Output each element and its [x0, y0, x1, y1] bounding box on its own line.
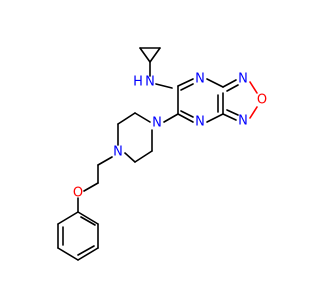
bond-n-ox-top-o [249, 81, 258, 94]
atom-labels: N H N N N O N N N O [73, 72, 267, 201]
piperazine-ring [117, 112, 179, 163]
bond-n-ox-bottom-c7a-double [226, 109, 239, 116]
piperazine-n-top-label: N [152, 116, 162, 131]
bond-n-bottom-c5-double [180, 110, 194, 118]
bond-n-bottom-c5 [177, 113, 194, 123]
bond-c6-n-top-double [180, 83, 194, 91]
oxadiazole-o-label: O [257, 93, 267, 108]
bond-phenyl-3 [77, 247, 99, 261]
bond-piperazine-1 [134, 112, 151, 123]
bond-piperazine-4 [124, 152, 136, 163]
amine-h-label: H [133, 75, 143, 90]
ethyl-linker [83, 156, 113, 192]
cyclopropyl-group [139, 47, 161, 63]
piperazine-n-bottom-label: N [113, 145, 123, 160]
bond-c6-n-top [177, 78, 194, 87]
oxadiazole-n-top-label: N [238, 72, 248, 87]
amine-n-label: N [145, 75, 155, 90]
chemical-structure: N H N N N O N N N O [57, 47, 267, 261]
bond-n-ox-bottom-c7a [222, 113, 237, 121]
bond-cyclopropyl-3 [149, 47, 161, 63]
amine-linkage [149, 61, 173, 89]
pyrazine-n-top-label: N [195, 72, 205, 87]
ether-o-label: O [73, 186, 83, 201]
bond-cyclopropyl-2 [139, 47, 151, 63]
phenyl-ring [57, 197, 99, 261]
bond-ch2-o [83, 182, 99, 192]
bond-phenyl-6 [57, 211, 79, 225]
bond-phenyl-1 [77, 211, 99, 225]
bond-piperazine-n-ch2 [97, 156, 113, 166]
pyrazine-n-bottom-label: N [195, 115, 205, 130]
bond-n-top-c3a [206, 78, 224, 88]
bond-nh-c6 [155, 83, 173, 89]
bond-c7a-n-bottom [206, 113, 224, 123]
bond-o-n-ox-bottom [249, 106, 258, 119]
oxadiazole-n-bottom-label: N [238, 114, 248, 129]
bond-c5-piperazine-n [163, 113, 179, 123]
bond-c3a-n-ox-top [222, 79, 237, 88]
bond-phenyl-1-double [80, 216, 96, 226]
oxadiazole-ring [222, 79, 258, 121]
bond-c3a-n-ox-top-double [226, 84, 239, 92]
bond-phenyl-4 [57, 247, 79, 261]
bond-piperazine-2 [117, 112, 136, 125]
pyrazine-ring [177, 78, 224, 123]
bond-phenyl-3-double [77, 245, 95, 256]
bond-piperazine-5 [134, 150, 153, 163]
